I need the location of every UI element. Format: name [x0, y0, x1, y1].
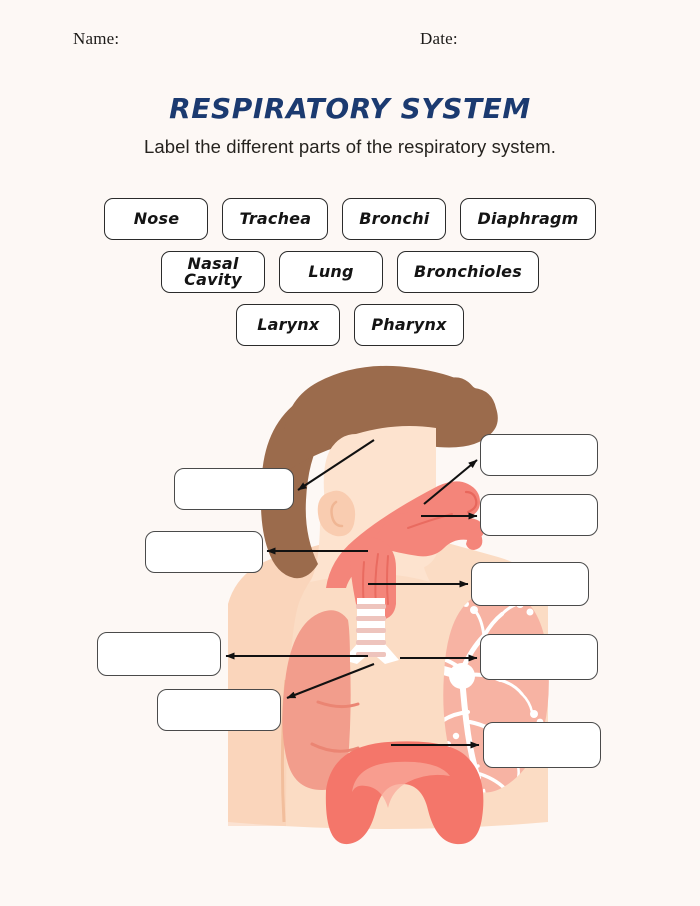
answer-blank-left-2[interactable] — [145, 531, 263, 573]
pointer-arrows — [225, 439, 480, 749]
date-field-label: Date: — [420, 29, 458, 48]
pointer-to-left-1 — [297, 439, 375, 491]
word-chip-nose[interactable]: Nose — [104, 198, 209, 240]
answer-blank-right-3[interactable] — [471, 562, 589, 606]
answer-blank-right-1[interactable] — [480, 434, 598, 476]
answer-blank-right-2[interactable] — [480, 494, 598, 536]
instruction-text: Label the different parts of the respira… — [143, 136, 557, 157]
answer-blank-left-1[interactable] — [174, 468, 294, 510]
word-chip-bronchi[interactable]: Bronchi — [342, 198, 447, 240]
word-chip-trachea[interactable]: Trachea — [222, 198, 329, 240]
answer-blank-right-4[interactable] — [480, 634, 598, 680]
page-title: RESPIRATORY SYSTEM — [169, 92, 531, 125]
word-bank-row-1: Nose Trachea Bronchi Diaphragm — [0, 198, 700, 240]
head-hair — [260, 365, 498, 579]
answer-blank-left-4[interactable] — [157, 689, 281, 731]
word-chip-diaphragm[interactable]: Diaphragm — [460, 198, 596, 240]
word-chip-lung[interactable]: Lung — [279, 251, 384, 293]
word-chip-bronchioles[interactable]: Bronchioles — [397, 251, 539, 293]
answer-blank-left-3[interactable] — [97, 632, 221, 676]
word-bank-row-2: Nasal Cavity Lung Bronchioles — [0, 251, 700, 293]
answer-blank-right-5[interactable] — [483, 722, 601, 768]
pointer-to-left-4 — [286, 663, 375, 699]
word-chip-nasal-cavity[interactable]: Nasal Cavity — [161, 251, 266, 293]
word-chip-pharynx[interactable]: Pharynx — [354, 304, 464, 346]
name-field-label: Name: — [73, 29, 120, 48]
word-chip-larynx[interactable]: Larynx — [236, 304, 341, 346]
pointer-to-right-1 — [423, 459, 478, 505]
word-bank-row-3: Larynx Pharynx — [0, 304, 700, 346]
diaphragm — [325, 741, 484, 845]
